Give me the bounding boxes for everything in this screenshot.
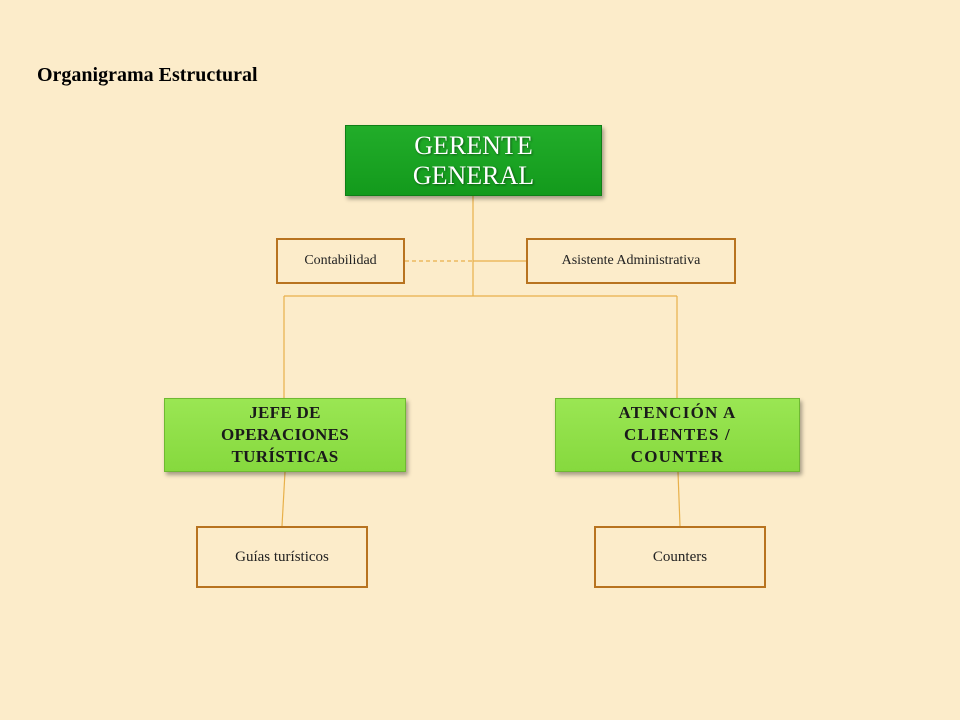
- node-gerente-general: GERENTE GENERAL: [345, 125, 602, 196]
- node-guias-turisticos: Guías turísticos: [196, 526, 368, 588]
- node-contabilidad-label: Contabilidad: [304, 253, 377, 268]
- node-asistente-administrativa: Asistente Administrativa: [526, 238, 736, 284]
- node-atencion-line-1: ATENCIÓN A: [618, 403, 737, 422]
- node-asistente-label: Asistente Administrativa: [561, 253, 701, 268]
- node-jefe-ops-line-3: TURÍSTICAS: [231, 447, 339, 466]
- node-gerente-line-2: GENERAL: [412, 160, 535, 190]
- node-jefe-operaciones: JEFE DE OPERACIONES TURÍSTICAS: [164, 398, 406, 472]
- node-counters: Counters: [594, 526, 766, 588]
- page-title: Organigrama Estructural: [37, 64, 258, 86]
- node-contabilidad: Contabilidad: [276, 238, 405, 284]
- node-atencion-line-2: CLIENTES /: [624, 425, 731, 444]
- node-atencion-clientes: ATENCIÓN A CLIENTES / COUNTER: [555, 398, 800, 472]
- node-jefe-ops-line-1: JEFE DE: [249, 403, 321, 422]
- node-gerente-line-1: GERENTE: [414, 130, 533, 160]
- connector-jefe-ops-guias: [281, 471, 286, 527]
- node-jefe-ops-line-2: OPERACIONES: [221, 425, 349, 444]
- node-atencion-line-3: COUNTER: [630, 447, 725, 466]
- node-counters-label: Counters: [652, 548, 708, 565]
- connector-jefe-ac-counters: [677, 471, 681, 527]
- node-guias-label: Guías turísticos: [235, 548, 329, 565]
